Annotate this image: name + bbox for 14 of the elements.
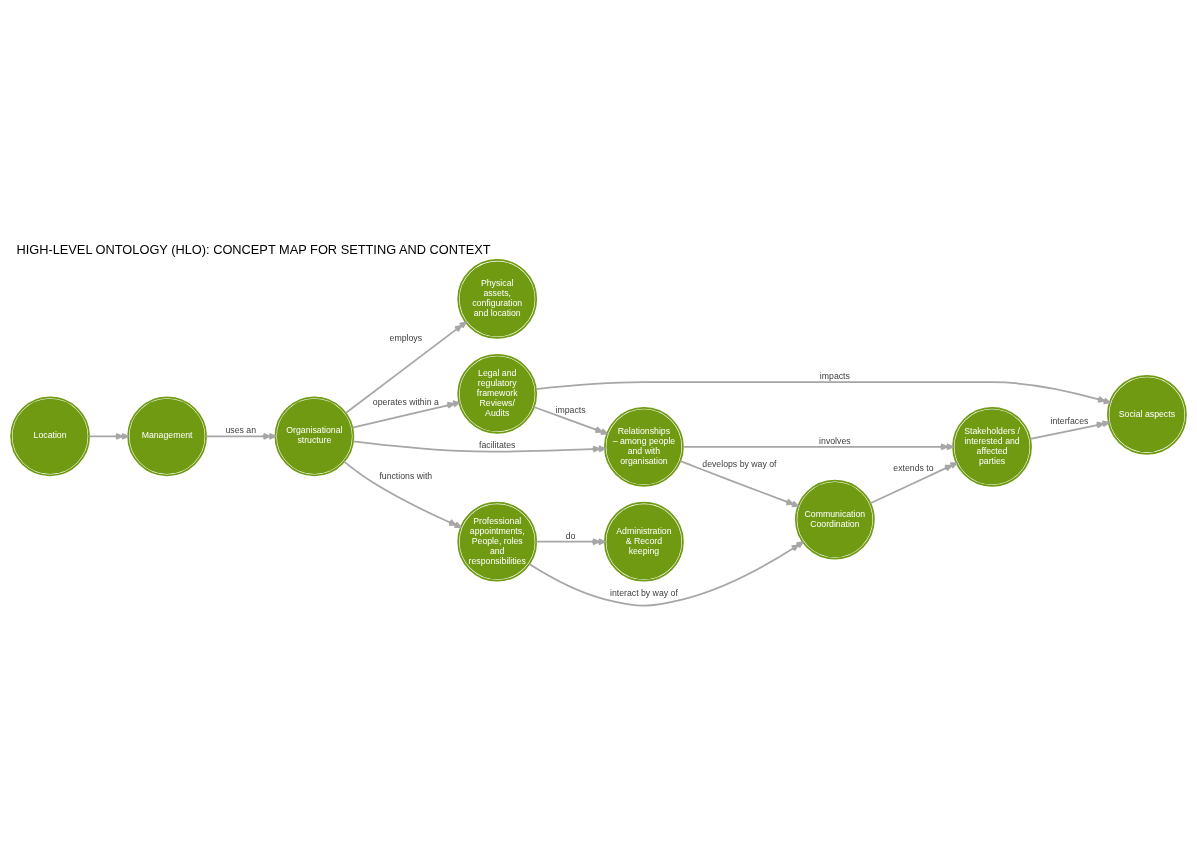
edge-label: functions with bbox=[379, 471, 433, 482]
edge-label: impacts bbox=[819, 371, 850, 382]
edge-label: interact by way of bbox=[609, 588, 678, 599]
edge-label: facilitates bbox=[479, 440, 516, 450]
edge-label: involves bbox=[819, 435, 851, 446]
edge-label: impacts bbox=[555, 405, 586, 416]
edge-label: do bbox=[565, 530, 576, 541]
edge-label: interfaces bbox=[1050, 416, 1089, 427]
edge-label: operates within a bbox=[372, 396, 439, 407]
edge-label: extends to bbox=[893, 463, 934, 474]
edge-label: develops by way of bbox=[702, 458, 777, 469]
edge-label: uses an bbox=[225, 425, 257, 436]
edge-label: employs bbox=[389, 332, 423, 343]
diagram-title: HIGH-LEVEL ONTOLOGY (HLO): CONCEPT MAP FOR SETTING AND CONTEXT bbox=[16, 241, 491, 257]
